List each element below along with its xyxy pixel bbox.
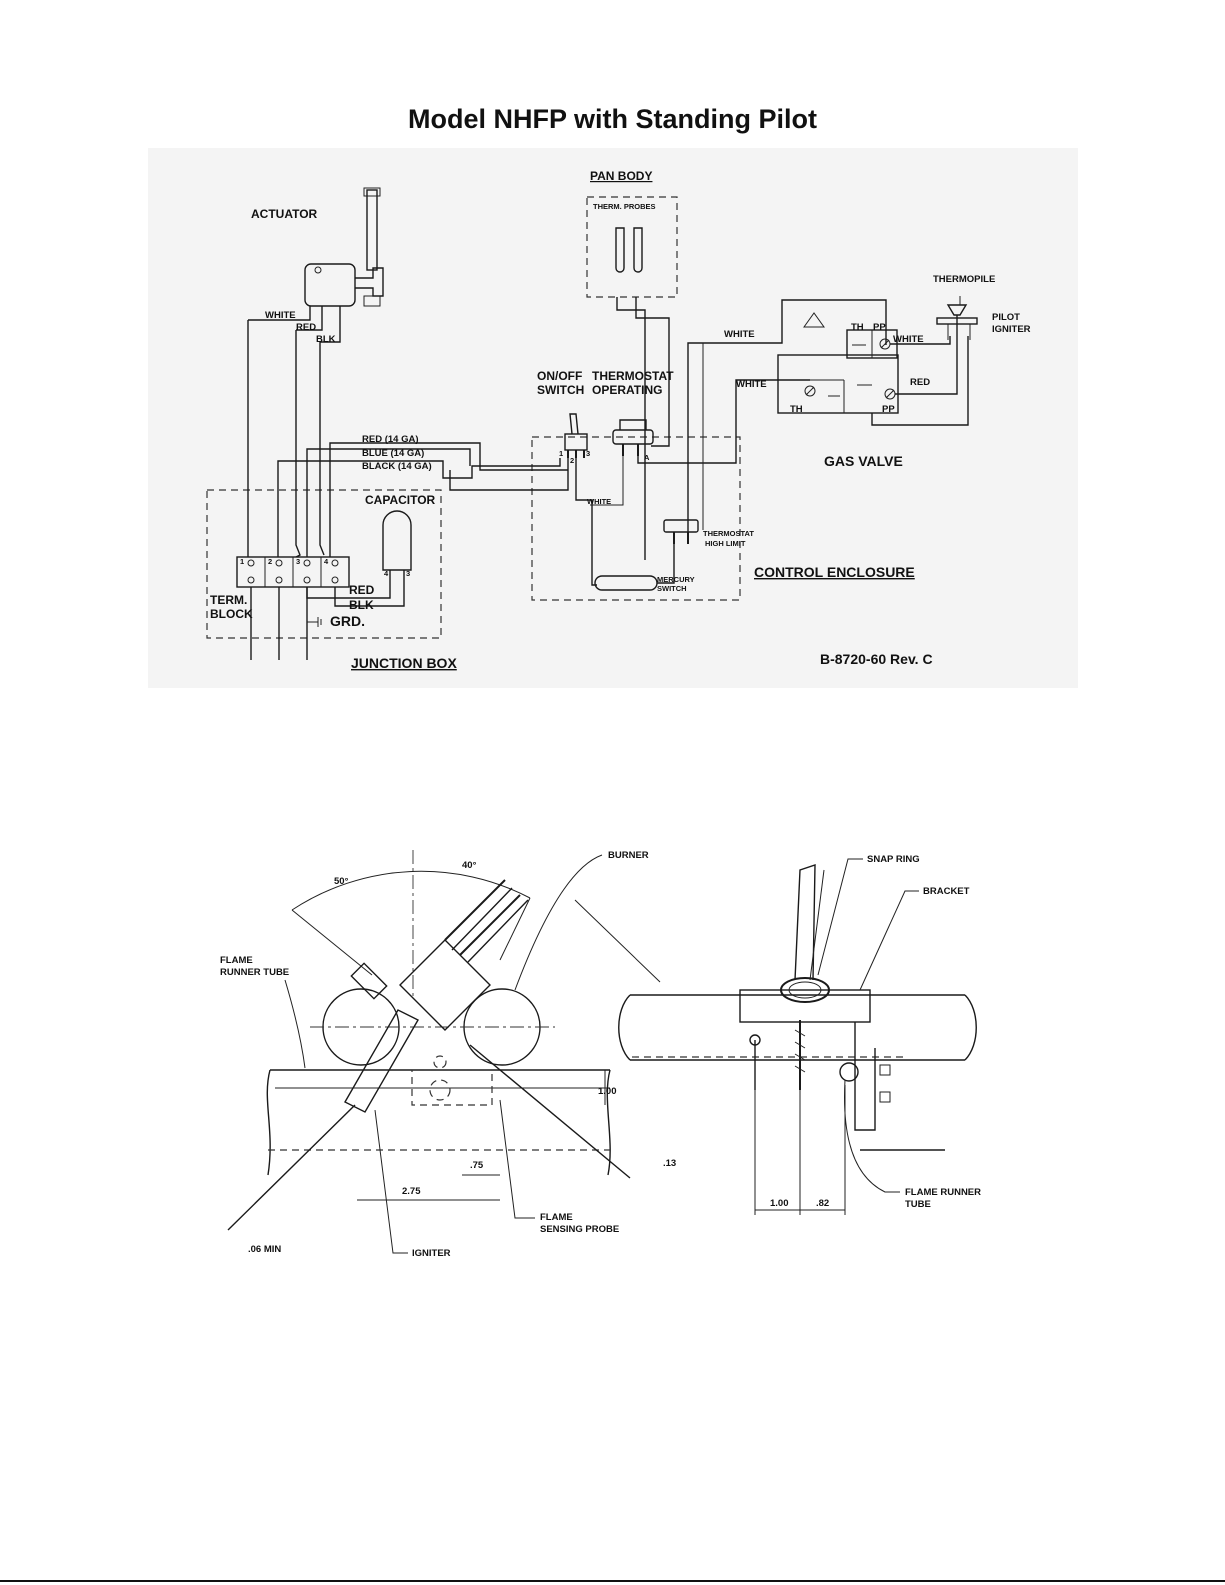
wire-blue14: BLUE (14 GA) [362,448,424,459]
igniter-assembly [227,879,631,1231]
mounting-diagram: 50° 40° 1.00 . [220,850,981,1259]
flame-runner-left-1: FLAME [220,955,253,966]
therm-probe-1 [615,227,625,273]
capacitor [382,510,412,571]
wire-white-pilot: WHITE [893,334,924,345]
bracket-label: BRACKET [923,886,970,897]
term-num-4: 4 [324,557,329,566]
high-limit-label-2: HIGH LIMIT [705,539,746,548]
flame-runner-right-1: FLAME RUNNER [905,1187,981,1198]
dim-13: .13 [663,1158,676,1169]
valve-th-bottom: TH [790,404,803,415]
gas-valve-label: GAS VALVE [824,453,903,469]
term-num-3: 3 [296,557,300,566]
wire-white-enclosure: WHITE [587,497,611,506]
angle-right: 40° [462,860,477,871]
therm-probes-label: THERM. PROBES [593,202,656,211]
flame-probe-label-2: SENSING PROBE [540,1224,619,1235]
wire-black14: BLACK (14 GA) [362,461,432,472]
dim-75: .75 [470,1160,484,1171]
terminal-block [236,556,350,588]
wire-blk-actuator: BLK [316,334,336,345]
term-num-2: 2 [268,557,272,566]
dim-1-00-v: 1.00 [598,1086,617,1097]
page-bottom-rule [0,1580,1225,1582]
cap-term-3: 3 [406,569,410,578]
pilot-label-2: IGNITER [992,324,1031,335]
term-num-1: 1 [240,557,244,566]
wire-red-pilot: RED [910,377,930,388]
burner-tube-end-view [618,864,977,1215]
switch-term-1: 1 [559,449,563,458]
operating-thermostat [612,419,654,456]
dim-06: .06 MIN [248,1244,281,1255]
wiring-diagram: ACTUATOR PAN BODY THERM. PROBES THERMOPI… [148,148,1078,688]
junction-box [206,489,442,639]
high-limit-label-1: THERMOSTAT [703,529,754,538]
wire-white-actuator: WHITE [265,310,296,321]
angle-left: 50° [334,876,349,887]
wires [247,297,969,660]
valve-pp-top: PP [873,322,886,333]
onoff-label-2: SWITCH [537,383,584,397]
flame-runner-tube-side [266,1069,611,1176]
flame-probe-label-1: FLAME [540,1212,573,1223]
thermopile-label: THERMOPILE [933,274,995,285]
pan-body-box [586,196,678,298]
dim-1-00-h: 1.00 [770,1198,789,1209]
wire-blk-cap: BLK [349,598,374,612]
wire-white-valve-th: WHITE [736,379,767,390]
wire-red-actuator: RED [296,322,316,333]
junction-box-label: JUNCTION BOX [351,655,457,671]
burner-label: BURNER [608,850,649,861]
mercury-label-1: MERCURY [657,575,695,584]
dim-82: .82 [816,1198,829,1209]
actuator [304,187,384,307]
mercury-label-2: SWITCH [657,584,687,593]
grd-label: GRD. [330,613,365,629]
therm-probe-2 [633,227,643,273]
pan-body-label: PAN BODY [590,169,652,183]
page-title: Model NHFP with Standing Pilot [408,104,817,134]
pilot-label-1: PILOT [992,312,1020,323]
snap-ring-label: SNAP RING [867,854,920,865]
dim-2-75: 2.75 [402,1186,421,1197]
thermostat-label-1: THERMOSTAT [592,369,674,383]
wire-red14: RED (14 GA) [362,434,418,445]
wire-white-valve-top: WHITE [724,329,755,340]
drawing-number: B-8720-60 Rev. C [820,651,933,667]
thermostat-label-2: OPERATING [592,383,662,397]
control-enclosure-label: CONTROL ENCLOSURE [754,564,915,580]
switch-term-3: 3 [586,449,590,458]
control-enclosure [531,436,741,601]
term-block-label-2: BLOCK [210,607,253,621]
onoff-switch [564,413,588,458]
flame-runner-left-2: RUNNER TUBE [220,967,289,978]
valve-pp-bottom: PP [882,404,895,415]
cap-term-4: 4 [384,569,389,578]
valve-th-top: TH [851,322,864,333]
onoff-label-1: ON/OFF [537,369,582,383]
thermopile-pilot [936,296,978,348]
stat-term-a: A [644,453,650,462]
actuator-label: ACTUATOR [251,207,318,221]
term-block-label-1: TERM. [210,593,247,607]
capacitor-label: CAPACITOR [365,493,436,507]
igniter-label: IGNITER [412,1248,451,1259]
wiring-background [148,148,1078,688]
switch-term-2: 2 [570,456,574,465]
wire-red-cap: RED [349,583,375,597]
flame-runner-right-2: TUBE [905,1199,931,1210]
